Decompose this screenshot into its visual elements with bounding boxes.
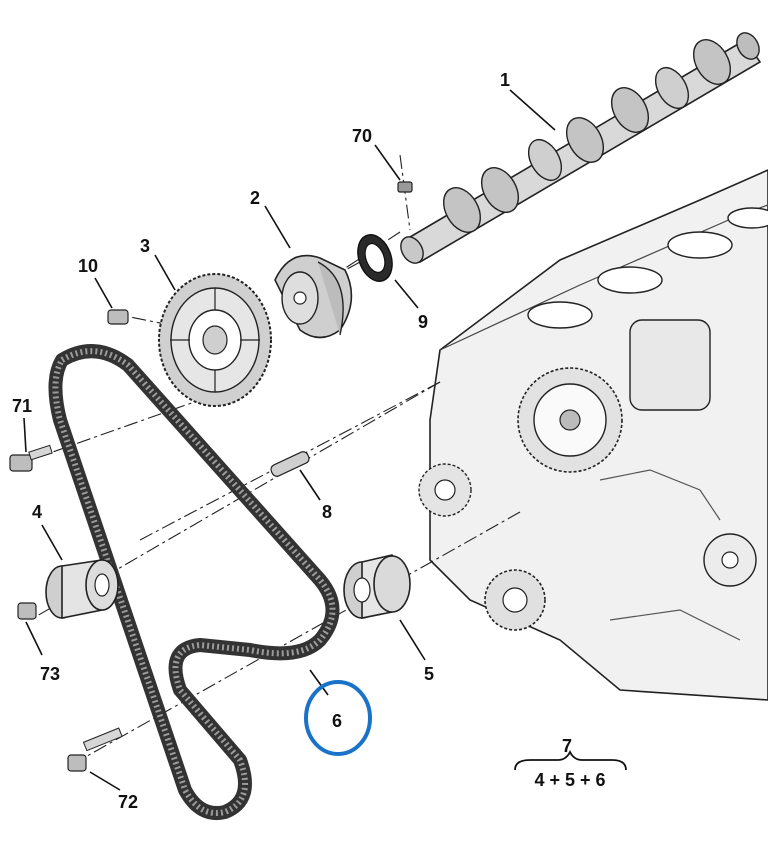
idler-roller — [45, 559, 119, 619]
bolt-10 — [107, 309, 129, 325]
kit-brace — [514, 749, 627, 771]
callouts: 1 70 2 3 10 9 71 8 4 73 5 6 72 — [12, 70, 510, 812]
leader-lines — [23, 89, 556, 791]
bolt-72 — [67, 727, 123, 772]
kit-number: 7 — [562, 736, 572, 756]
kit-formula: 4 + 5 + 6 — [534, 770, 605, 790]
kit-notation: 7 4 + 5 + 6 — [514, 736, 627, 790]
camshaft-sprocket — [158, 273, 272, 407]
callout-1: 1 — [500, 70, 510, 90]
callout-3: 3 — [140, 236, 150, 256]
callout-73: 73 — [40, 664, 60, 684]
callout-71: 71 — [12, 396, 32, 416]
callout-9: 9 — [418, 312, 428, 332]
tensioner-roller — [343, 554, 411, 619]
seal — [357, 234, 393, 282]
callout-70: 70 — [352, 126, 372, 146]
highlight-circle — [304, 680, 372, 756]
callout-5: 5 — [424, 664, 434, 684]
callout-4: 4 — [32, 502, 42, 522]
camshaft-hub — [274, 254, 353, 339]
callout-10: 10 — [78, 256, 98, 276]
callout-72: 72 — [118, 792, 138, 812]
stud-8 — [270, 451, 310, 477]
bolt-71 — [9, 444, 53, 472]
engine-block — [418, 169, 768, 701]
bolt-73 — [17, 602, 37, 620]
camshaft — [400, 32, 762, 264]
callout-2: 2 — [250, 188, 260, 208]
callout-8: 8 — [322, 502, 332, 522]
woodruff-key — [397, 181, 413, 193]
callout-6: 6 — [332, 711, 342, 731]
timing-belt — [48, 344, 340, 820]
